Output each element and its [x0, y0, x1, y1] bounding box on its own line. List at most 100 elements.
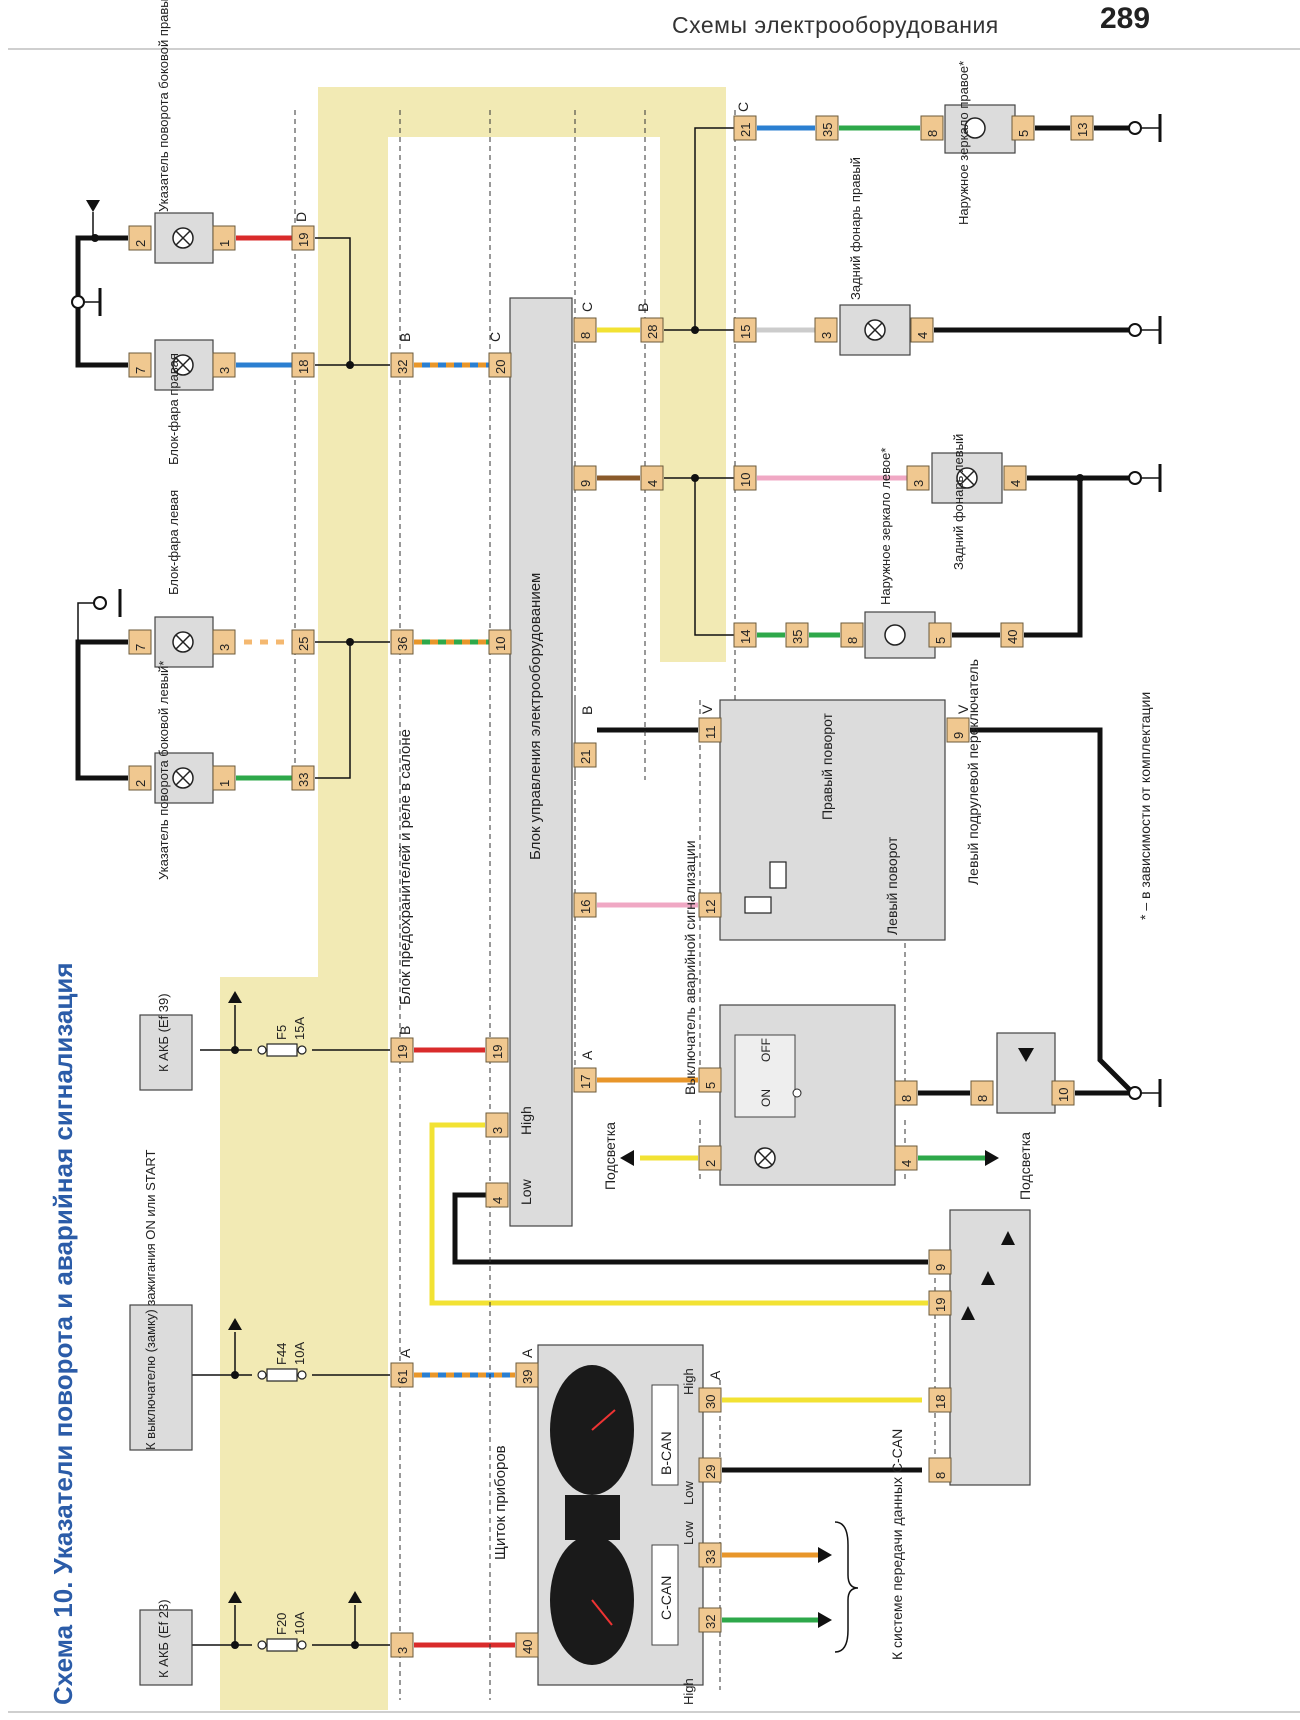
- fuse-f44-rating: 10A: [292, 1342, 307, 1365]
- bcm-low-label: Low: [518, 1178, 534, 1205]
- arrow-icon: [818, 1547, 832, 1563]
- turn-side-left-box: [154, 752, 214, 804]
- arrow-icon: [961, 1306, 975, 1320]
- pin: [1051, 1080, 1075, 1106]
- conn-letter-c2: C: [579, 302, 595, 312]
- bcm-box: [509, 297, 573, 1227]
- pin: [485, 1112, 509, 1138]
- pin-number: 1: [217, 780, 232, 787]
- terminal-circle: [1128, 471, 1142, 485]
- pin: [573, 742, 597, 768]
- pin: [698, 1607, 722, 1633]
- thin-wire: [694, 478, 735, 636]
- fuse-f20-end: [297, 1640, 307, 1650]
- headlamp-right-label: Блок-фара правая: [166, 353, 181, 465]
- pin: [128, 352, 152, 378]
- rear-lamp-left-label: Задний фонарь левый: [951, 434, 966, 570]
- footer-rule: [8, 1711, 1300, 1713]
- pin: [928, 1457, 952, 1483]
- bracket: [834, 1521, 859, 1653]
- pin-number: 18: [296, 360, 311, 374]
- pin: [390, 1037, 414, 1063]
- pin-number: 4: [645, 480, 660, 487]
- pin: [733, 317, 757, 343]
- pin-number: 32: [395, 360, 410, 374]
- pin-number: 2: [133, 240, 148, 247]
- pin: [733, 115, 757, 141]
- pin: [390, 629, 414, 655]
- ccan-label-box: [651, 1544, 679, 1646]
- mirror-left-lamp: [884, 624, 906, 646]
- pin-number: 19: [490, 1045, 505, 1059]
- pin: [698, 1145, 722, 1171]
- pin: [640, 465, 664, 491]
- pin-number: 21: [578, 750, 593, 764]
- pin-number: 3: [217, 644, 232, 651]
- pin-number: 8: [899, 1095, 914, 1102]
- conn-letter-c3: C: [735, 102, 751, 112]
- pin: [291, 225, 315, 251]
- fuse-f20-id: F20: [274, 1613, 289, 1635]
- pin-number: 10: [1056, 1088, 1071, 1102]
- pin-number: 18: [933, 1395, 948, 1409]
- conn-letter-v1: V: [699, 704, 715, 714]
- right-turn-label: Правый поворот: [819, 712, 835, 820]
- pin-number: 14: [738, 630, 753, 644]
- pin: [488, 352, 512, 378]
- backlight-label-right: Подсветка: [1017, 1132, 1033, 1200]
- pin-number: 19: [395, 1045, 410, 1059]
- pin: [1070, 115, 1094, 141]
- pin: [1011, 115, 1035, 141]
- akb-ef23-label: К АКБ (Ef 23): [156, 1599, 171, 1678]
- hazard-on-label: ON: [759, 1089, 773, 1107]
- pin-number: 3: [395, 1647, 410, 1654]
- terminal-circle: [1128, 1086, 1142, 1100]
- pin: [212, 629, 236, 655]
- pin: [698, 1067, 722, 1093]
- pin: [910, 317, 934, 343]
- turn-side-left-lamp-cross: [175, 770, 191, 786]
- pin-number: 28: [645, 325, 660, 339]
- pin-number: 11: [703, 726, 718, 740]
- section-title: Схемы электрооборудования: [672, 12, 999, 38]
- fuse-f5-id: F5: [274, 1025, 289, 1040]
- arrow-icon: [348, 1591, 362, 1603]
- pin: [928, 1290, 952, 1316]
- pin: [573, 317, 597, 343]
- cluster-low-label-2: Low: [681, 1521, 696, 1545]
- headlamp-left-lamp-cross: [175, 634, 191, 650]
- pin-number: 17: [578, 1075, 593, 1089]
- terminal-circle: [1128, 323, 1142, 337]
- gauge-needle: [591, 1599, 613, 1626]
- pin-number: 3: [911, 480, 926, 487]
- pin-number: 7: [133, 644, 148, 651]
- pin-number: 8: [975, 1095, 990, 1102]
- pin-number: 2: [133, 780, 148, 787]
- bcm-label: Блок управления электрооборудованием: [527, 573, 544, 860]
- cluster-high-label-2: High: [681, 1678, 696, 1705]
- cluster-high-label-1: High: [681, 1368, 696, 1395]
- pin: [698, 1457, 722, 1483]
- pin-number: 19: [933, 1298, 948, 1312]
- pin: [573, 892, 597, 918]
- pin: [390, 352, 414, 378]
- pin: [840, 622, 864, 648]
- pin: [515, 1632, 539, 1658]
- pin: [814, 317, 838, 343]
- pin-number: 5: [933, 637, 948, 644]
- pin-number: 40: [520, 1640, 535, 1654]
- terminal-circle: [1128, 121, 1142, 135]
- fuse-f44-end: [257, 1370, 267, 1380]
- arrow-icon: [228, 1591, 242, 1603]
- wire-black: [452, 1192, 928, 1265]
- fuse-block-label: Блок предохранителей и реле в салоне: [397, 729, 414, 1005]
- resistor: [744, 896, 772, 914]
- pin: [291, 352, 315, 378]
- pin-number: 35: [820, 123, 835, 137]
- akb-ef23-box: [139, 1609, 193, 1686]
- wire-yellow: [429, 1122, 928, 1306]
- pin-number: 5: [1016, 130, 1031, 137]
- conn-letter-b3: B: [579, 706, 595, 715]
- pin-number: 3: [819, 332, 834, 339]
- gateway-box: [949, 1209, 1031, 1486]
